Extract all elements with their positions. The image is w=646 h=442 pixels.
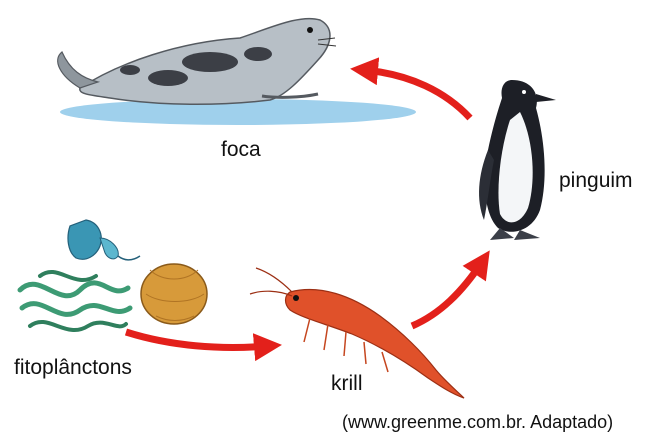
krill-eye xyxy=(293,295,299,301)
label-fitoplanctons: fitoplânctons xyxy=(14,356,132,380)
phyto-flagellum xyxy=(118,256,140,260)
seal-image xyxy=(58,19,416,125)
phyto-green-chain xyxy=(20,283,128,296)
phyto-green-chain xyxy=(30,322,126,330)
phytoplankton-image xyxy=(20,220,207,330)
phyto-gold-cell xyxy=(141,264,207,324)
source-caption: (www.greenme.com.br. Adaptado) xyxy=(342,412,613,433)
label-pinguim: pinguim xyxy=(559,169,633,193)
penguin-image xyxy=(479,80,556,240)
seal-spot xyxy=(182,52,238,72)
krill-body xyxy=(286,289,465,398)
arrow-krill-to-penguin xyxy=(412,262,482,326)
seal-spot xyxy=(120,65,140,75)
phyto-teal-cell xyxy=(68,220,101,259)
seal-spot xyxy=(244,47,272,61)
seal-spot xyxy=(148,70,188,86)
seal-eye xyxy=(307,27,313,33)
arrow-phytoplankton-to-krill xyxy=(126,332,268,347)
label-krill: krill xyxy=(331,372,363,396)
phyto-green-chain xyxy=(40,272,96,280)
label-foca: foca xyxy=(221,138,261,162)
penguin-eye xyxy=(522,90,526,94)
krill-antennae xyxy=(250,268,292,296)
phyto-green-chain xyxy=(22,304,130,315)
phyto-teal-appendage xyxy=(100,238,118,259)
penguin-beak xyxy=(536,94,556,102)
seal-tail xyxy=(58,52,98,88)
